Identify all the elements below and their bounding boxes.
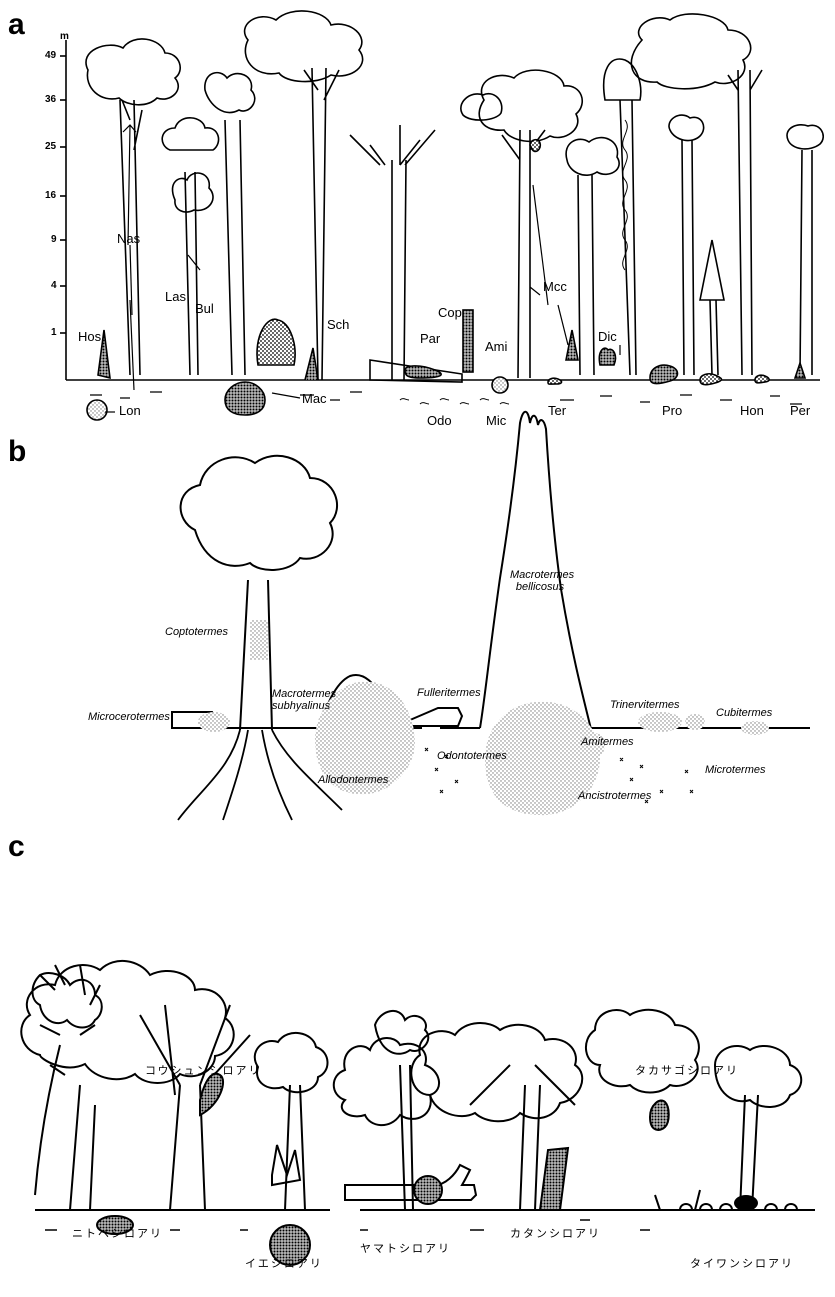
label-ter: Ter bbox=[548, 404, 566, 417]
panel-a-letter: a bbox=[8, 8, 25, 42]
panel-c-forest bbox=[21, 961, 815, 1265]
label-yamato: ヤマトシロアリ bbox=[360, 1243, 451, 1254]
label-ancistrotermes: Ancistrotermes bbox=[578, 791, 651, 803]
label-cop: Cop bbox=[438, 306, 462, 319]
label-par: Par bbox=[420, 332, 440, 345]
label-katan: カタンシロアリ bbox=[510, 1228, 601, 1239]
label-odo: Odo bbox=[427, 414, 452, 427]
label-ami: Ami bbox=[485, 340, 507, 353]
label-allodontermes: Allodontermes bbox=[318, 775, 388, 787]
panel-b-letter: b bbox=[8, 435, 26, 469]
label-mcc: Mcc bbox=[543, 280, 567, 293]
label-mic: Mic bbox=[486, 414, 506, 427]
label-ieshiro: イエシロアリ bbox=[245, 1258, 323, 1269]
label-koushun: コウシュンシロアリ bbox=[145, 1065, 262, 1076]
label-hon: Hon bbox=[740, 404, 764, 417]
label-bul: Bul bbox=[195, 302, 214, 315]
label-microtermes: Microtermes bbox=[705, 765, 766, 777]
label-nitobe: ニトベシロアリ bbox=[72, 1228, 163, 1239]
axis-tick-1: 1 bbox=[51, 328, 57, 338]
savanna-tree-crown bbox=[181, 456, 337, 570]
label-macrotermes-subhyalinus: Macrotermes subhyalinus bbox=[272, 689, 382, 712]
axis-tick-49: 49 bbox=[45, 51, 56, 61]
tree-crown bbox=[86, 39, 180, 105]
axis-tick-4: 4 bbox=[51, 281, 57, 291]
label-macrotermes-bellicosus: Macrotermes bellicosus bbox=[510, 570, 570, 593]
label-trinervitermes: Trinervitermes bbox=[610, 700, 679, 712]
label-fulleritermes: Fulleritermes bbox=[417, 688, 481, 700]
label-coptotermes: Coptotermes bbox=[165, 627, 228, 639]
label-odontotermes: Odontotermes bbox=[437, 751, 507, 763]
panel-c-letter: c bbox=[8, 830, 25, 864]
label-las: Las bbox=[165, 290, 186, 303]
axis-tick-16: 16 bbox=[45, 191, 56, 201]
label-sch: Sch bbox=[327, 318, 349, 331]
axis-tick-36: 36 bbox=[45, 95, 56, 105]
axis-tick-25: 25 bbox=[45, 142, 56, 152]
label-mac: Mac bbox=[302, 392, 327, 405]
label-cubitermes: Cubitermes bbox=[716, 708, 772, 720]
label-dic: Dic bbox=[598, 330, 617, 343]
label-taiwan: タイワンシロアリ bbox=[690, 1258, 794, 1269]
label-hos: Hos bbox=[78, 330, 101, 343]
axis-unit-label: m bbox=[60, 32, 69, 42]
label-microcerotermes: Microcerotermes bbox=[88, 712, 170, 724]
label-nas: Nas bbox=[117, 232, 140, 245]
label-per: Per bbox=[790, 404, 810, 417]
label-amitermes: Amitermes bbox=[581, 737, 634, 749]
label-pro: Pro bbox=[662, 404, 682, 417]
label-lon: Lon bbox=[119, 404, 141, 417]
label-takasago: タカサゴシロアリ bbox=[635, 1065, 739, 1076]
panel-a-forest bbox=[60, 11, 823, 420]
axis-tick-9: 9 bbox=[51, 235, 57, 245]
